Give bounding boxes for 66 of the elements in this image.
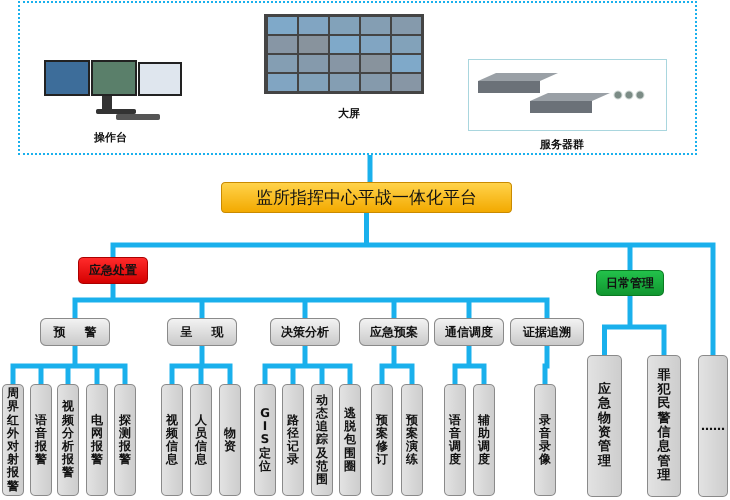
label: 探测报警 bbox=[119, 414, 131, 466]
label: GIS定位 bbox=[259, 407, 271, 473]
label: 应急处置 bbox=[89, 262, 137, 279]
label: 罪犯民警信息管理 bbox=[658, 368, 670, 484]
label: 呈 现 bbox=[180, 324, 224, 340]
label: 动态追踪及范围 bbox=[316, 394, 328, 486]
label: …… bbox=[701, 419, 725, 433]
label: 通信调度 bbox=[445, 324, 493, 340]
label: 预 警 bbox=[54, 324, 96, 340]
function-box bbox=[371, 384, 393, 496]
label: 物资 bbox=[224, 426, 236, 454]
function-box bbox=[401, 384, 423, 496]
function-box bbox=[473, 384, 495, 496]
function-box bbox=[2, 384, 24, 496]
function-box bbox=[311, 384, 333, 496]
label: 预案修订 bbox=[376, 414, 388, 466]
label: 应急物资管理 bbox=[598, 383, 611, 469]
module-box bbox=[270, 318, 340, 346]
label: 逃脱包围圈 bbox=[344, 407, 356, 473]
label: 人员信息 bbox=[195, 414, 207, 466]
box bbox=[18, 1, 697, 155]
function-box bbox=[444, 384, 466, 496]
category-box bbox=[78, 257, 148, 284]
connector bbox=[542, 346, 550, 384]
device-label: 服务器群 bbox=[540, 137, 584, 152]
label: 辅助调度 bbox=[478, 414, 490, 466]
label: 电网报警 bbox=[91, 414, 103, 466]
function-box bbox=[698, 355, 728, 497]
device-label: 操作台 bbox=[94, 130, 127, 145]
function-box bbox=[86, 384, 108, 496]
label: 视频信息 bbox=[166, 414, 178, 466]
label: 应急预案 bbox=[370, 324, 418, 340]
function-box bbox=[161, 384, 183, 496]
module-box bbox=[167, 318, 237, 346]
label: 录音录像 bbox=[539, 414, 551, 466]
category-box bbox=[596, 270, 664, 296]
label: 周界红外对射报警 bbox=[7, 387, 19, 493]
function-box bbox=[57, 384, 79, 496]
module-box bbox=[434, 318, 504, 346]
connector bbox=[368, 155, 372, 182]
function-box bbox=[114, 384, 136, 496]
label: 语音报警 bbox=[35, 414, 47, 466]
label: 证据追溯 bbox=[523, 324, 571, 340]
function-box bbox=[534, 384, 556, 496]
label: 决策分析 bbox=[281, 324, 329, 340]
module-box bbox=[40, 318, 110, 346]
module-box bbox=[359, 318, 429, 346]
label: 路径记录 bbox=[287, 414, 299, 466]
function-box bbox=[190, 384, 212, 496]
server-drawing bbox=[468, 59, 667, 131]
label: 语音调度 bbox=[449, 414, 461, 466]
video-wall-drawing bbox=[264, 14, 424, 94]
label: 预案演练 bbox=[406, 414, 418, 466]
function-box bbox=[339, 384, 361, 496]
platform-box bbox=[221, 182, 512, 213]
function-box bbox=[647, 355, 681, 497]
function-box bbox=[30, 384, 52, 496]
module-box bbox=[510, 318, 584, 346]
label: 监所指挥中心平战一体化平台 bbox=[256, 187, 477, 209]
label: 日常管理 bbox=[606, 274, 654, 292]
function-box bbox=[282, 384, 304, 496]
function-box bbox=[219, 384, 241, 496]
label: 视频分析报警 bbox=[62, 400, 74, 480]
function-box bbox=[587, 355, 622, 497]
function-box bbox=[254, 384, 276, 496]
device-label: 大屏 bbox=[338, 106, 360, 121]
